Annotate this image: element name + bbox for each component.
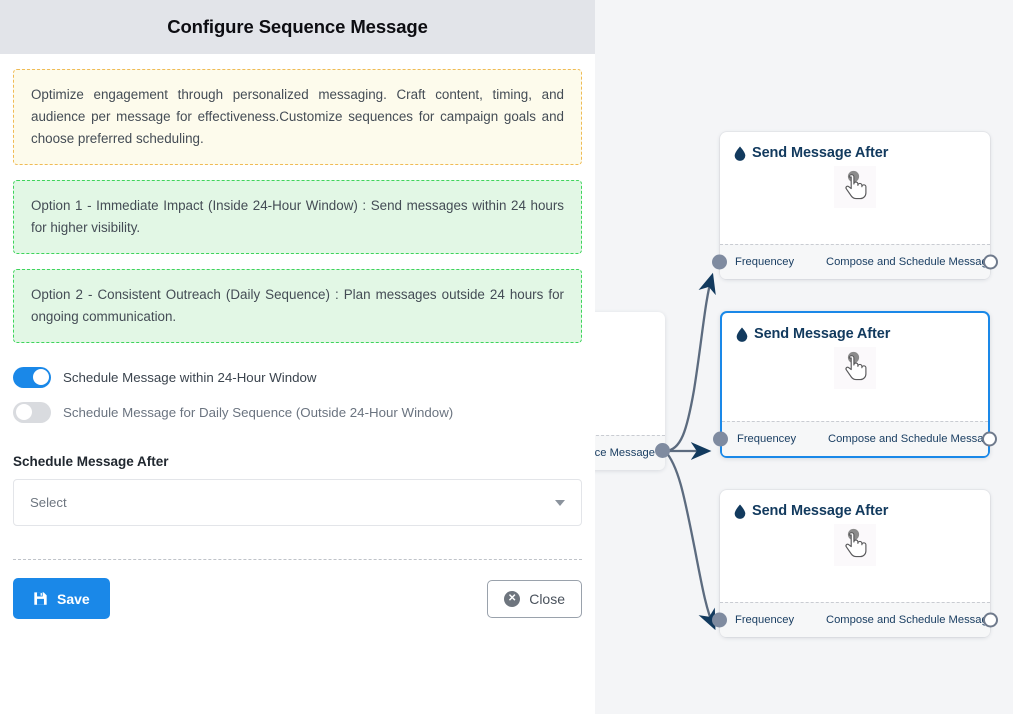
panel-body: Optimize engagement through personalized… [0,69,595,619]
toggle-row-daily[interactable]: Schedule Message for Daily Sequence (Out… [13,396,582,428]
flow-node-1-title: Send Message After [752,145,889,161]
droplet-icon [736,327,748,342]
flow-node-1-footer-left: Frequencey [735,256,795,268]
pointing-hand-icon [834,524,876,566]
flow-node-3[interactable]: Send Message After Frequencey Compose an… [712,490,998,637]
floppy-disk-icon [34,592,47,605]
edge-to-node-1 [664,272,716,453]
toggle-schedule-daily-sequence-label: Schedule Message for Daily Sequence (Out… [63,404,454,420]
flow-node-1-icon-area [720,166,990,208]
droplet-icon [734,504,746,519]
panel-header: Configure Sequence Message [0,0,595,54]
toggle-knob [15,404,32,420]
page-title: Configure Sequence Message [167,16,428,37]
flow-node-1-title-row: Send Message After [734,145,976,161]
toggle-schedule-within-24h[interactable] [13,366,51,388]
flow-node-2-footer: Frequencey Compose and Schedule Message [713,421,997,456]
footer-divider [13,559,582,560]
flow-node-2-title: Send Message After [754,326,891,342]
upstream-node[interactable]: ce Message [595,312,665,470]
upstream-node-footer-label: ce Message [595,447,655,459]
pointing-hand-icon [834,347,876,389]
toggle-row-24h[interactable]: Schedule Message within 24-Hour Window [13,361,582,393]
flow-node-2-title-row: Send Message After [736,326,974,342]
source-output-handle[interactable] [655,443,670,458]
upstream-node-body [595,312,665,435]
flow-node-1[interactable]: Send Message After Frequencey Compose an… [712,132,998,279]
flow-node-3-output-handle[interactable] [983,612,998,628]
close-circle-icon: ✕ [504,590,521,607]
droplet-icon [734,146,746,161]
flow-node-1-body: Send Message After [720,132,990,244]
flow-node-2-body: Send Message After [722,313,988,421]
option-1-callout: Option 1 - Immediate Impact (Inside 24-H… [13,180,582,254]
schedule-after-value: Select [30,495,67,510]
flow-node-3-body: Send Message After [720,490,990,602]
flow-node-2-footer-left: Frequencey [737,433,797,445]
edge-to-node-3 [664,450,716,631]
flow-node-3-footer: Frequencey Compose and Schedule Message [712,602,998,637]
toggle-knob [32,369,49,385]
flow-node-2-footer-right: Compose and Schedule Message [828,433,996,445]
flow-node-3-title-row: Send Message After [734,503,976,519]
toggle-schedule-daily-sequence[interactable] [13,401,51,423]
configure-panel: Configure Sequence Message Optimize enga… [0,0,595,619]
save-button[interactable]: Save [13,578,110,619]
flow-node-3-input-handle[interactable] [712,612,727,628]
pointing-hand-icon [834,166,876,208]
flow-node-3-footer-left: Frequencey [735,614,795,626]
flow-node-3-footer-right: Compose and Schedule Message [826,614,994,626]
schedule-after-select[interactable]: Select [13,479,582,526]
flow-node-1-footer-right: Compose and Schedule Message [826,256,994,268]
chevron-down-icon [555,499,565,506]
toggle-schedule-within-24h-label: Schedule Message within 24-Hour Window [63,369,317,385]
close-button[interactable]: ✕ Close [487,579,582,618]
close-button-label: Close [529,590,565,607]
flow-node-2-output-handle[interactable] [982,431,997,447]
panel-footer: Save ✕ Close [13,560,582,619]
flow-node-2-icon-area [722,347,988,389]
flow-node-1-output-handle[interactable] [983,254,998,270]
info-callout: Optimize engagement through personalized… [13,69,582,165]
flow-node-2-input-handle[interactable] [713,431,728,447]
flow-node-1-footer: Frequencey Compose and Schedule Message [712,244,998,279]
save-button-label: Save [57,590,90,607]
schedule-after-label: Schedule Message After [13,454,169,469]
option-2-callout: Option 2 - Consistent Outreach (Daily Se… [13,269,582,343]
upstream-node-footer: ce Message [595,435,665,470]
flow-node-3-title: Send Message After [752,503,889,519]
flow-node-2[interactable]: Send Message After Frequencey Compose an… [713,311,997,458]
flow-canvas[interactable]: ce Message Send Message After [595,0,1013,714]
flow-node-1-input-handle[interactable] [712,254,727,270]
flow-node-3-icon-area [720,524,990,566]
